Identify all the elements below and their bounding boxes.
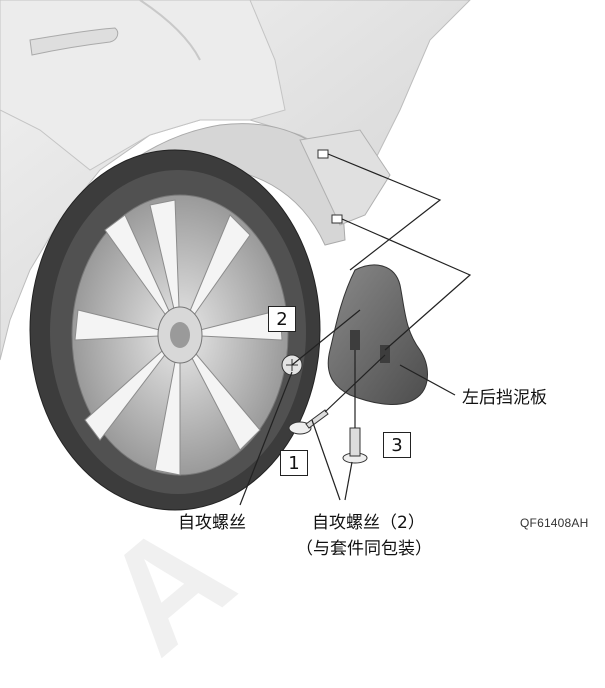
screw-kit-1-graphic: [288, 409, 329, 435]
hub-cap: [170, 322, 190, 348]
callout-3: 3: [383, 432, 411, 458]
figure-code: QF61408AH: [520, 516, 589, 530]
label-mudflap: 左后挡泥板: [462, 388, 547, 408]
body-crease: [139, 0, 201, 61]
rim-spokes: [74, 199, 283, 476]
mudflap-shape: [327, 264, 428, 405]
diagram-canvas: A 2 3 1 左后挡泥板 自攻螺丝 自攻螺丝（2） （与套件同包装） QF61…: [0, 0, 589, 685]
mount-hole-upper: [317, 149, 329, 159]
mount-hole-lower: [331, 214, 343, 224]
leader-lines: [239, 153, 472, 506]
callout-2: 2: [268, 306, 296, 332]
mudflap-tab-2: [380, 345, 390, 363]
screw-kit-3-graphic: [342, 427, 368, 464]
illustration: [0, 0, 472, 511]
label-screw-kit: 自攻螺丝（2）: [312, 513, 425, 533]
callout-1: 1: [280, 450, 308, 476]
mudflap-tab-1: [350, 330, 360, 350]
label-screw: 自攻螺丝: [178, 513, 246, 533]
label-screw-kit-note: （与套件同包装）: [296, 539, 432, 559]
door-handle: [29, 27, 119, 56]
